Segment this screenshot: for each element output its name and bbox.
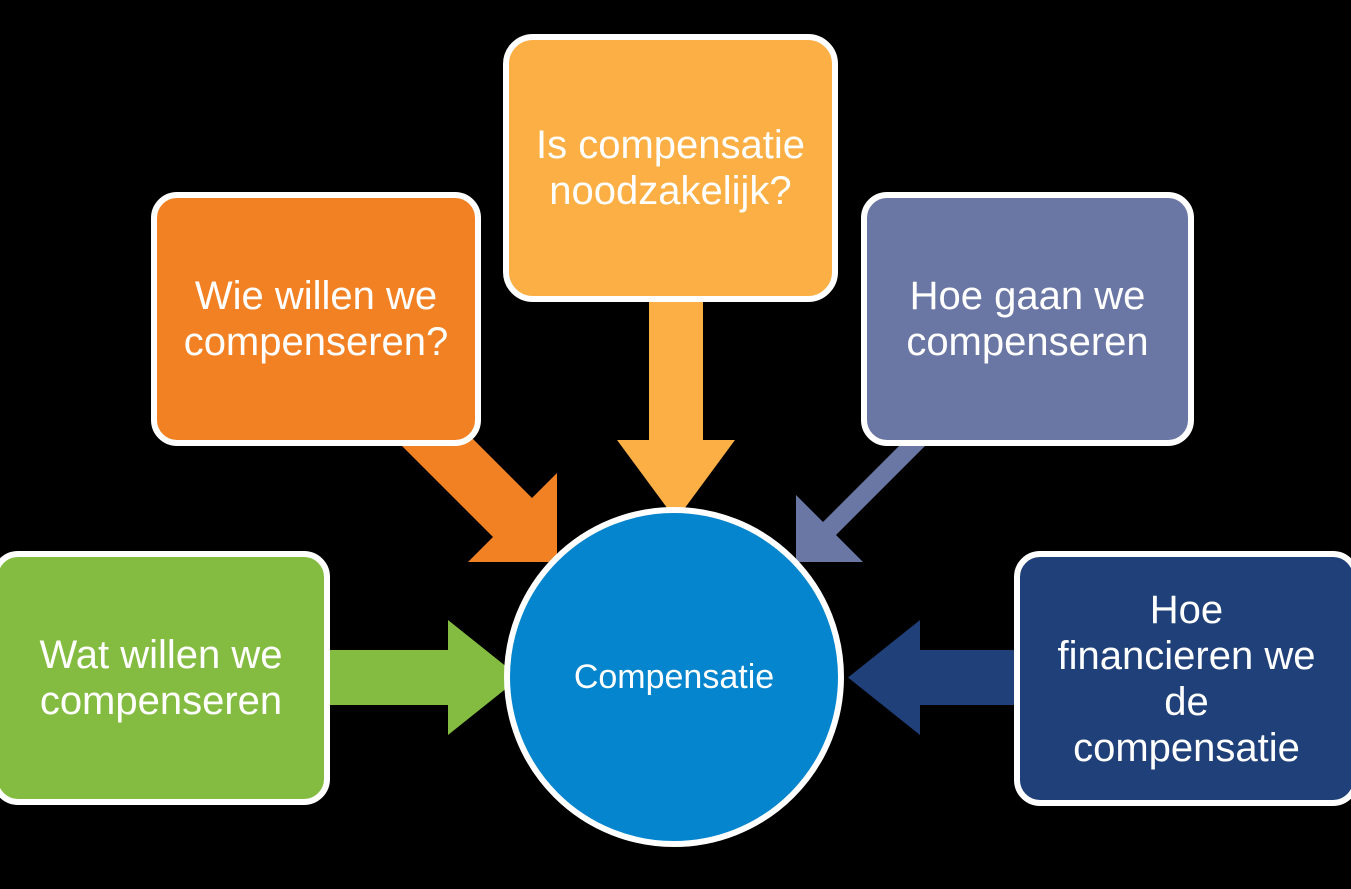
node-label: Hoe financieren we de compensatie bbox=[1057, 587, 1316, 770]
node-label: Wie willen we compenseren? bbox=[183, 274, 449, 364]
diagonal-arrow-down-left bbox=[786, 424, 971, 569]
node-what-to-compensate[interactable]: Wat willen we compenseren bbox=[0, 551, 330, 805]
center-node-label: Compensatie bbox=[573, 657, 775, 696]
node-label: Is compensatie noodzakelijk? bbox=[535, 123, 806, 213]
node-label: Wat willen we compenseren bbox=[39, 633, 283, 723]
right-arrow bbox=[330, 620, 520, 735]
node-how-to-finance-compensation[interactable]: Hoe financieren we de compensatie bbox=[1014, 551, 1351, 806]
down-arrow bbox=[617, 292, 735, 520]
center-node-compensatie[interactable]: Compensatie bbox=[504, 507, 844, 847]
node-label: Hoe gaan we compenseren bbox=[906, 274, 1149, 364]
node-is-compensation-necessary[interactable]: Is compensatie noodzakelijk? bbox=[503, 34, 838, 302]
node-who-to-compensate[interactable]: Wie willen we compenseren? bbox=[151, 192, 481, 446]
left-arrow bbox=[848, 620, 1038, 735]
node-how-to-compensate[interactable]: Hoe gaan we compenseren bbox=[861, 192, 1194, 446]
diagonal-arrow-down-right bbox=[382, 424, 567, 569]
